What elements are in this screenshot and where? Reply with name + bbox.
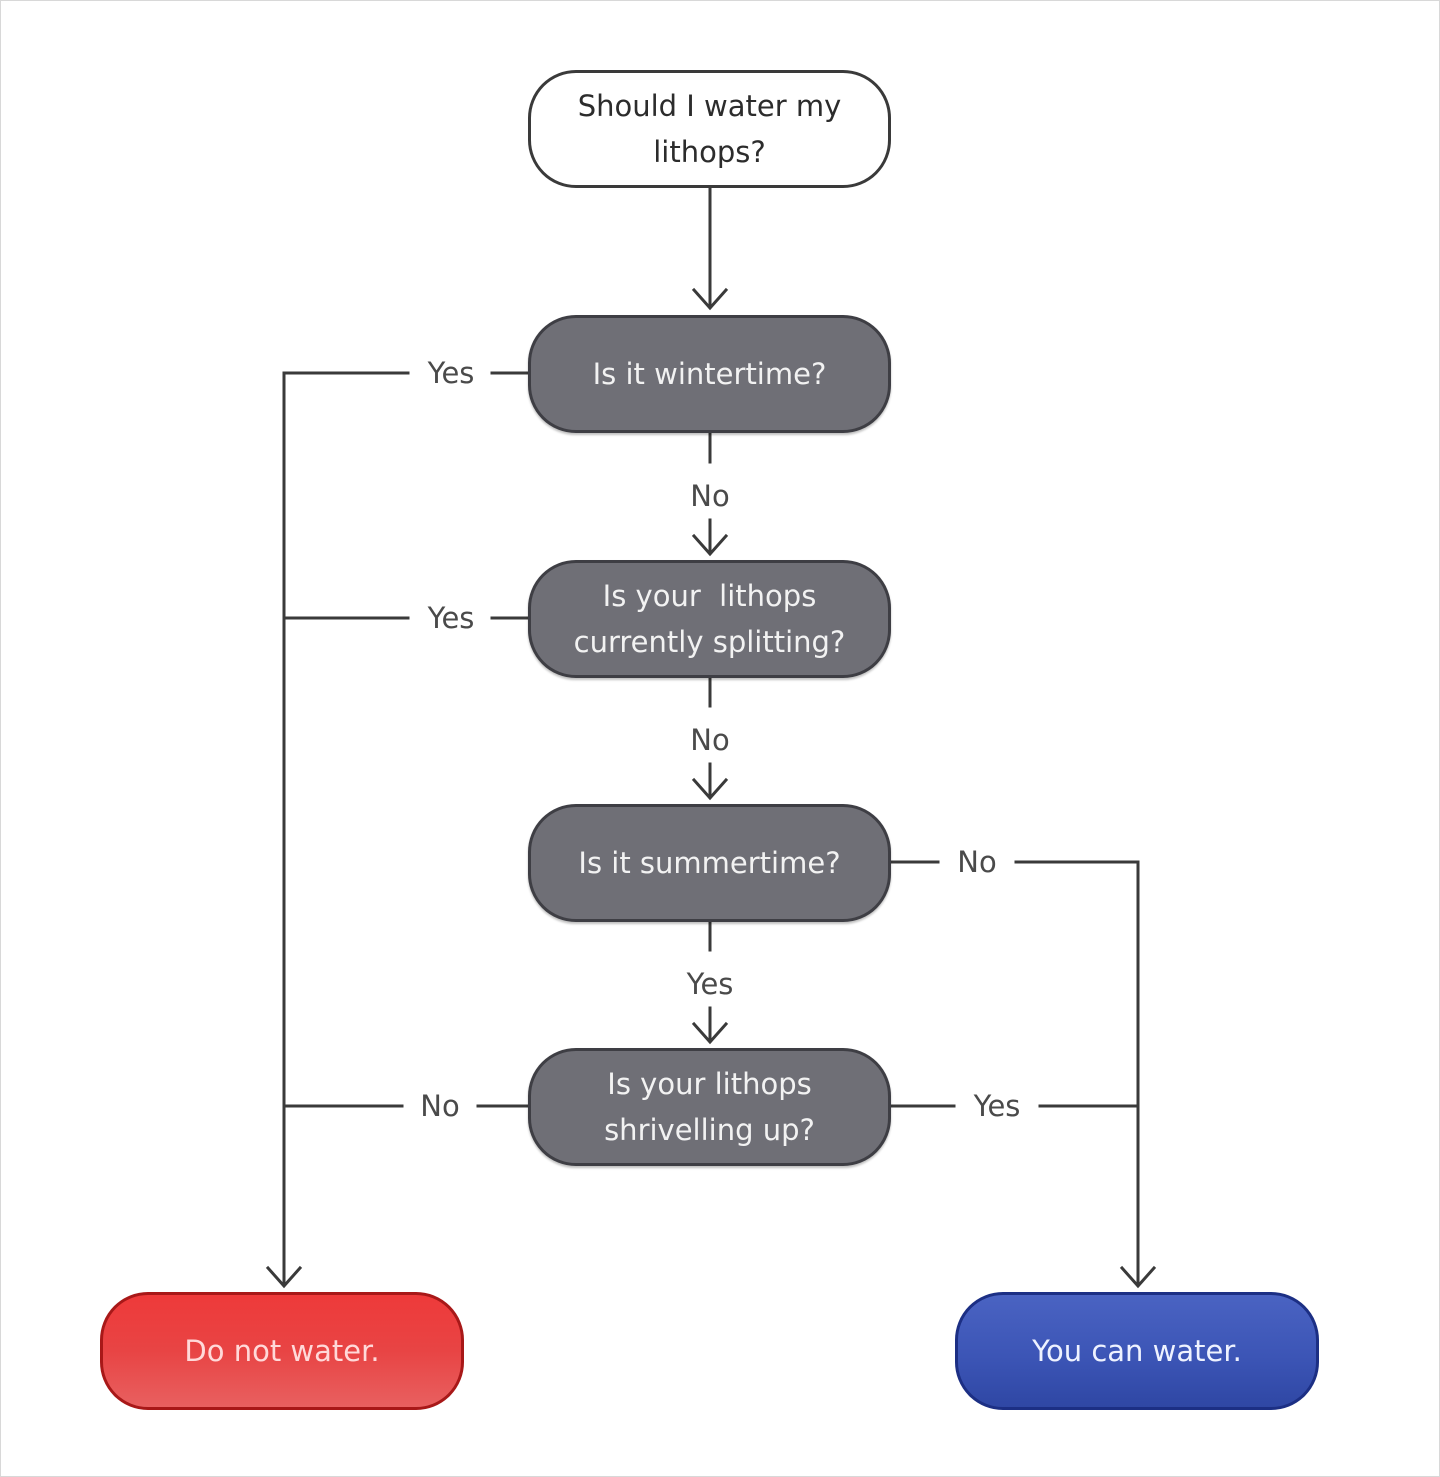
decision-splitting: Is your lithops currently splitting? <box>528 560 891 678</box>
decision-wintertime: Is it wintertime? <box>528 315 891 433</box>
decision-summertime: Is it summertime? <box>528 804 891 922</box>
start-node-line-1: Should I water my <box>577 89 842 123</box>
arrowhead-winter <box>691 287 729 311</box>
decision-summertime-text: Is it summertime? <box>578 846 841 880</box>
arrowhead-shrivel <box>691 1021 729 1045</box>
outcome-do-not-water: Do not water. <box>100 1292 464 1410</box>
edge-label-shrivel-no: No <box>410 1089 470 1123</box>
decision-shrivelling-line-2: shrivelling up? <box>604 1113 815 1147</box>
outcome-can-water-text: You can water. <box>1032 1334 1242 1368</box>
decision-splitting-line-2: currently splitting? <box>573 625 846 659</box>
edge-label-summer-yes: Yes <box>676 967 744 1001</box>
edge-label-shrivel-yes: Yes <box>963 1089 1031 1123</box>
decision-shrivelling-line-1: Is your lithops <box>607 1067 812 1101</box>
start-node-line-2: lithops? <box>653 135 766 169</box>
arrowhead-split <box>691 533 729 557</box>
arrowhead-summer <box>691 777 729 801</box>
outcome-can-water: You can water. <box>955 1292 1319 1410</box>
decision-splitting-line-1: Is your lithops <box>602 579 817 613</box>
start-node: Should I water my lithops? <box>528 70 891 188</box>
edge-label-winter-yes: Yes <box>417 356 485 390</box>
arrowhead-do-not-water <box>265 1265 303 1289</box>
decision-wintertime-text: Is it wintertime? <box>592 357 827 391</box>
edge-label-split-no: No <box>680 723 740 757</box>
outcome-do-not-water-text: Do not water. <box>184 1334 380 1368</box>
arrowhead-can-water <box>1119 1265 1157 1289</box>
edge-label-winter-no: No <box>680 479 740 513</box>
decision-shrivelling: Is your lithops shrivelling up? <box>528 1048 891 1166</box>
edge-label-summer-no: No <box>947 845 1007 879</box>
edge-label-split-yes: Yes <box>417 601 485 635</box>
